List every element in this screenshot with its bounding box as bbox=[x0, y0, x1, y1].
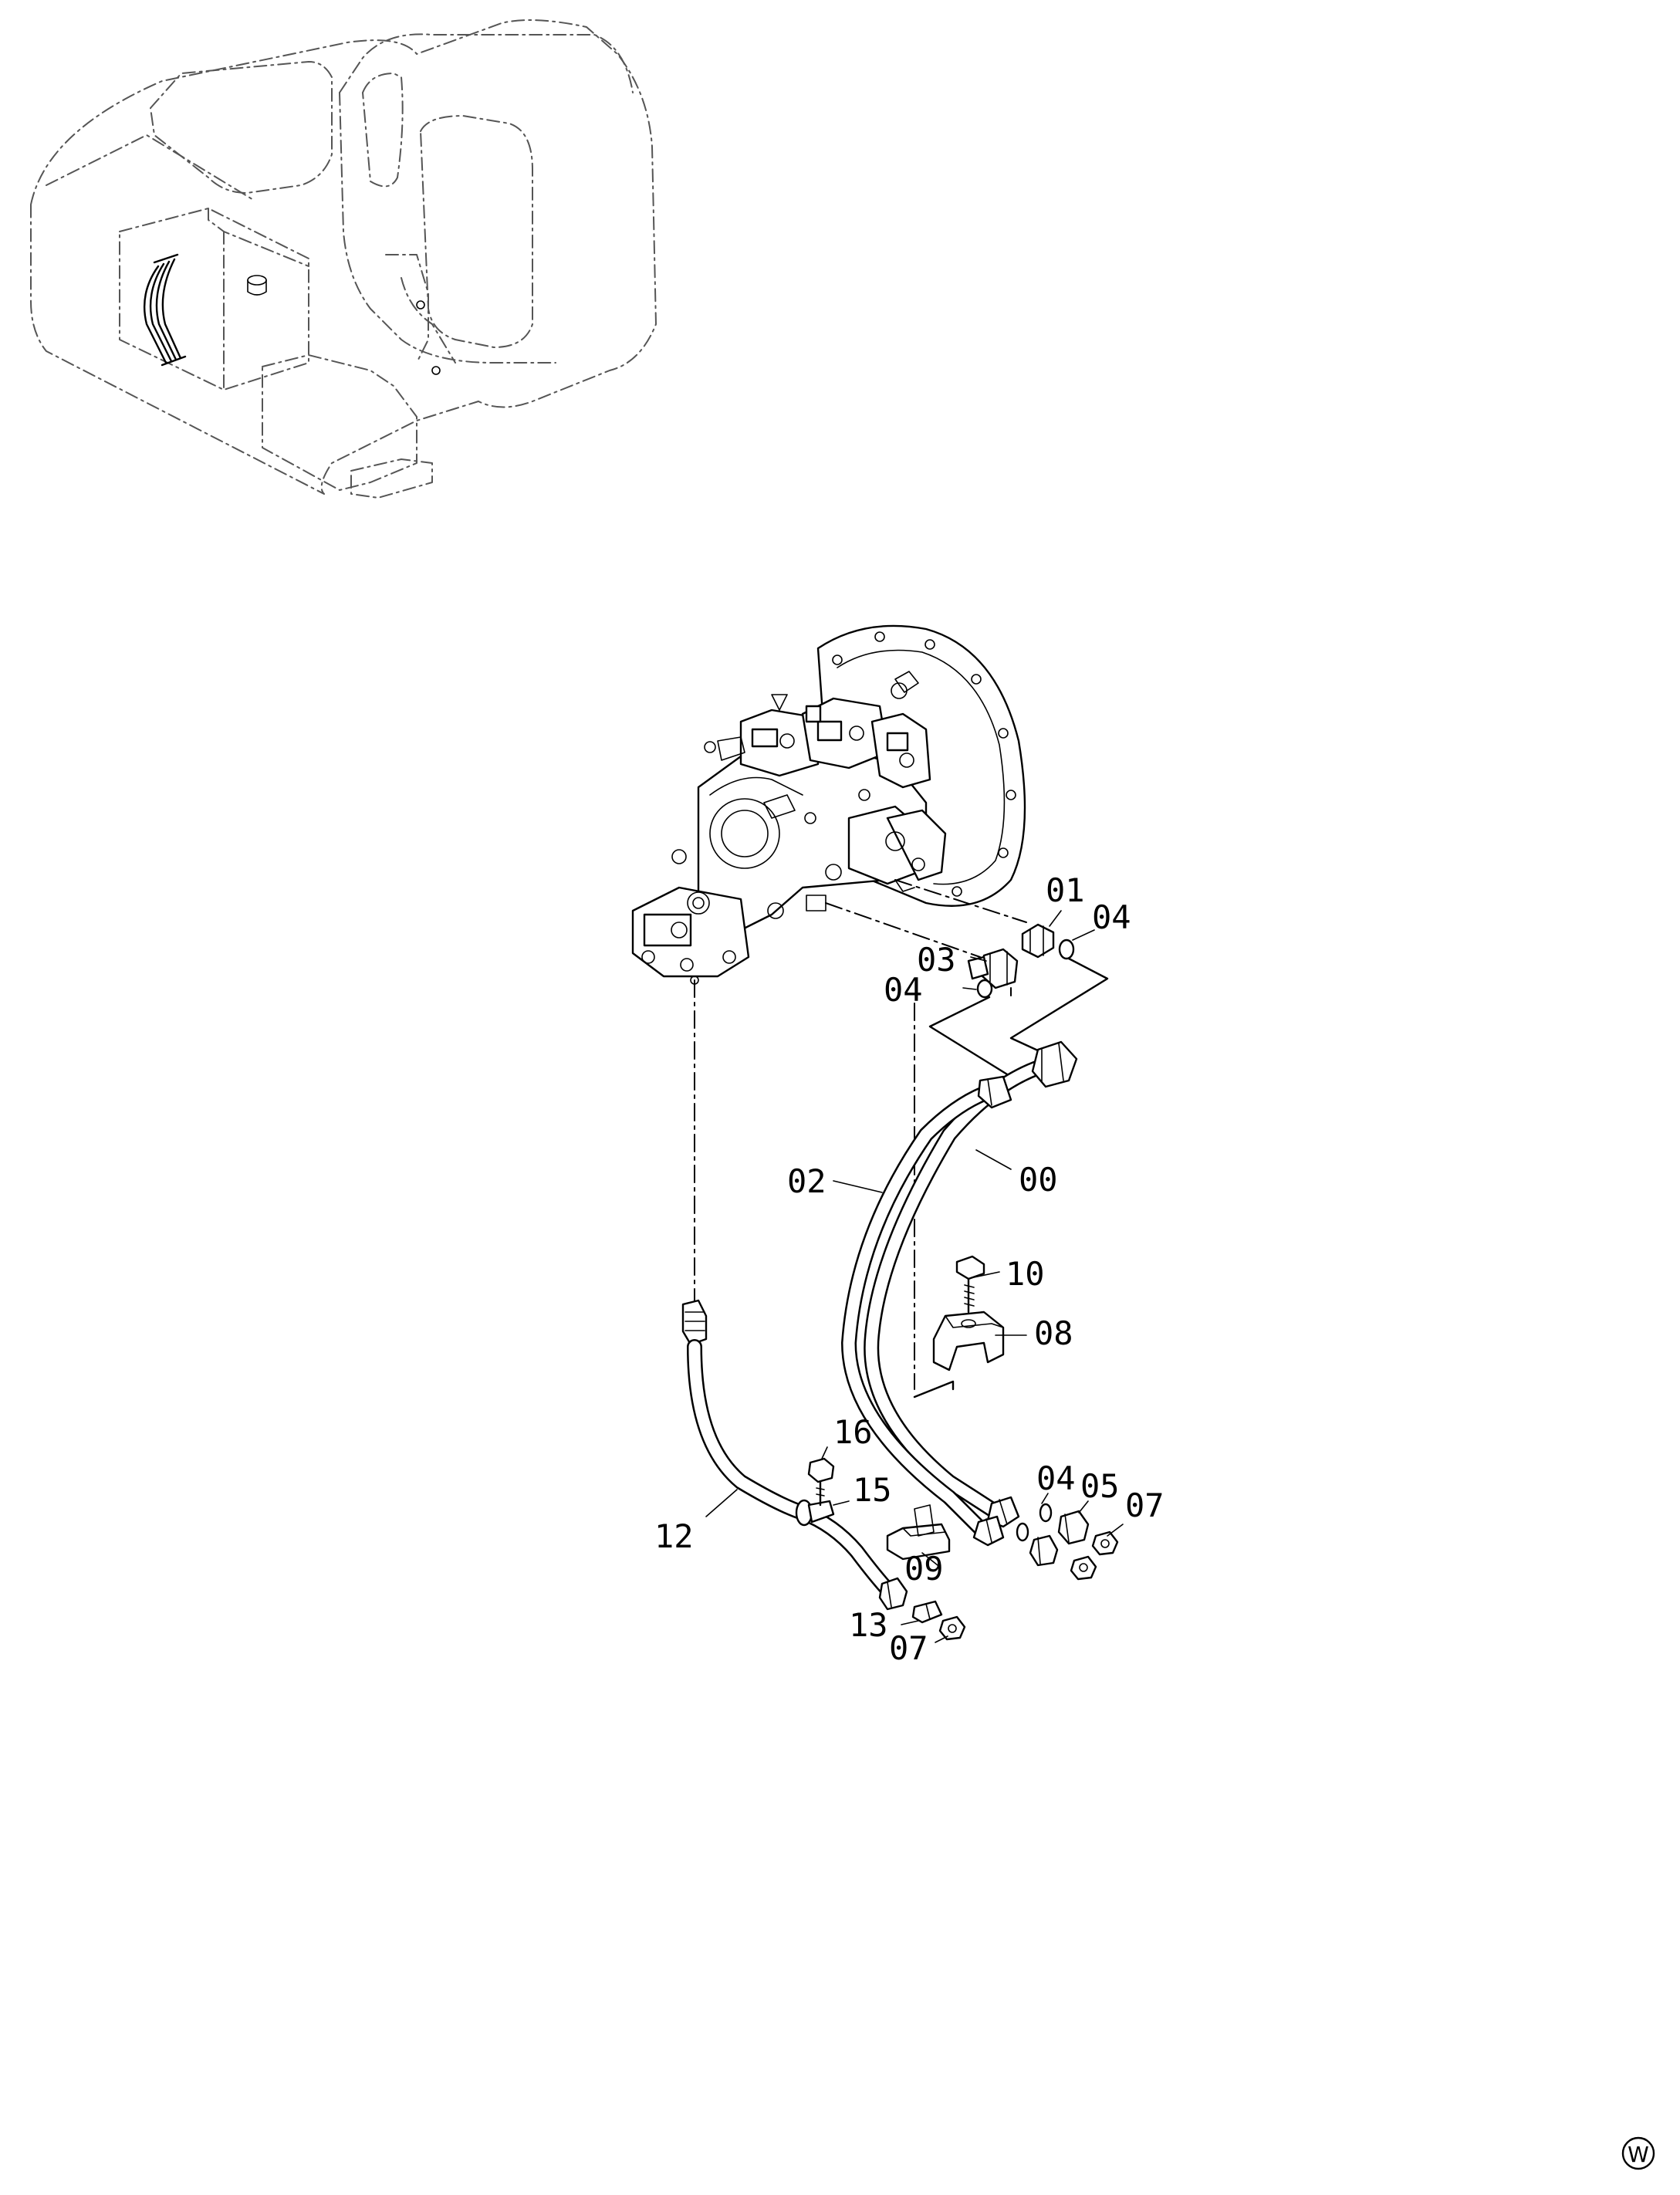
callout-07-right: 07 bbox=[1125, 1486, 1165, 1524]
callout-12: 12 bbox=[654, 1517, 694, 1555]
callout-01: 01 bbox=[1046, 871, 1085, 909]
machine-overview-illustration bbox=[30, 19, 657, 499]
callout-04-middle: 04 bbox=[884, 971, 923, 1009]
callout-03: 03 bbox=[917, 941, 956, 979]
part-callout-labels: 01 04 03 04 02 00 10 08 04 05 07 16 15 1… bbox=[654, 871, 1165, 1667]
callout-08: 08 bbox=[1034, 1314, 1073, 1352]
mark-letter: W bbox=[1628, 2142, 1649, 2167]
callout-05: 05 bbox=[1080, 1467, 1120, 1505]
clamp-09-assembly bbox=[886, 1380, 955, 1561]
callout-02: 02 bbox=[787, 1162, 826, 1200]
pump-fittings bbox=[967, 923, 1075, 999]
hose-pair-00-02 bbox=[841, 1040, 1078, 1547]
callout-leader-lines bbox=[705, 910, 1124, 1643]
callout-15: 15 bbox=[853, 1471, 892, 1509]
callout-04-lower: 04 bbox=[1036, 1459, 1076, 1497]
callout-10: 10 bbox=[1006, 1255, 1045, 1293]
callout-16: 16 bbox=[833, 1413, 873, 1451]
callout-04-upper: 04 bbox=[1092, 898, 1131, 936]
callout-00: 00 bbox=[1019, 1161, 1058, 1199]
callout-13: 13 bbox=[849, 1606, 888, 1644]
hose-end-fittings bbox=[1016, 1503, 1119, 1581]
circled-w-mark: W bbox=[1621, 2136, 1655, 2170]
callout-09: 09 bbox=[904, 1550, 944, 1588]
hydraulic-pump-assembly bbox=[631, 624, 1026, 985]
hose-12-assembly bbox=[681, 1299, 966, 1641]
callout-07-bottom: 07 bbox=[889, 1629, 928, 1667]
clamp-08-assembly bbox=[932, 1255, 1005, 1371]
routing-leader-lines bbox=[928, 957, 1109, 1082]
